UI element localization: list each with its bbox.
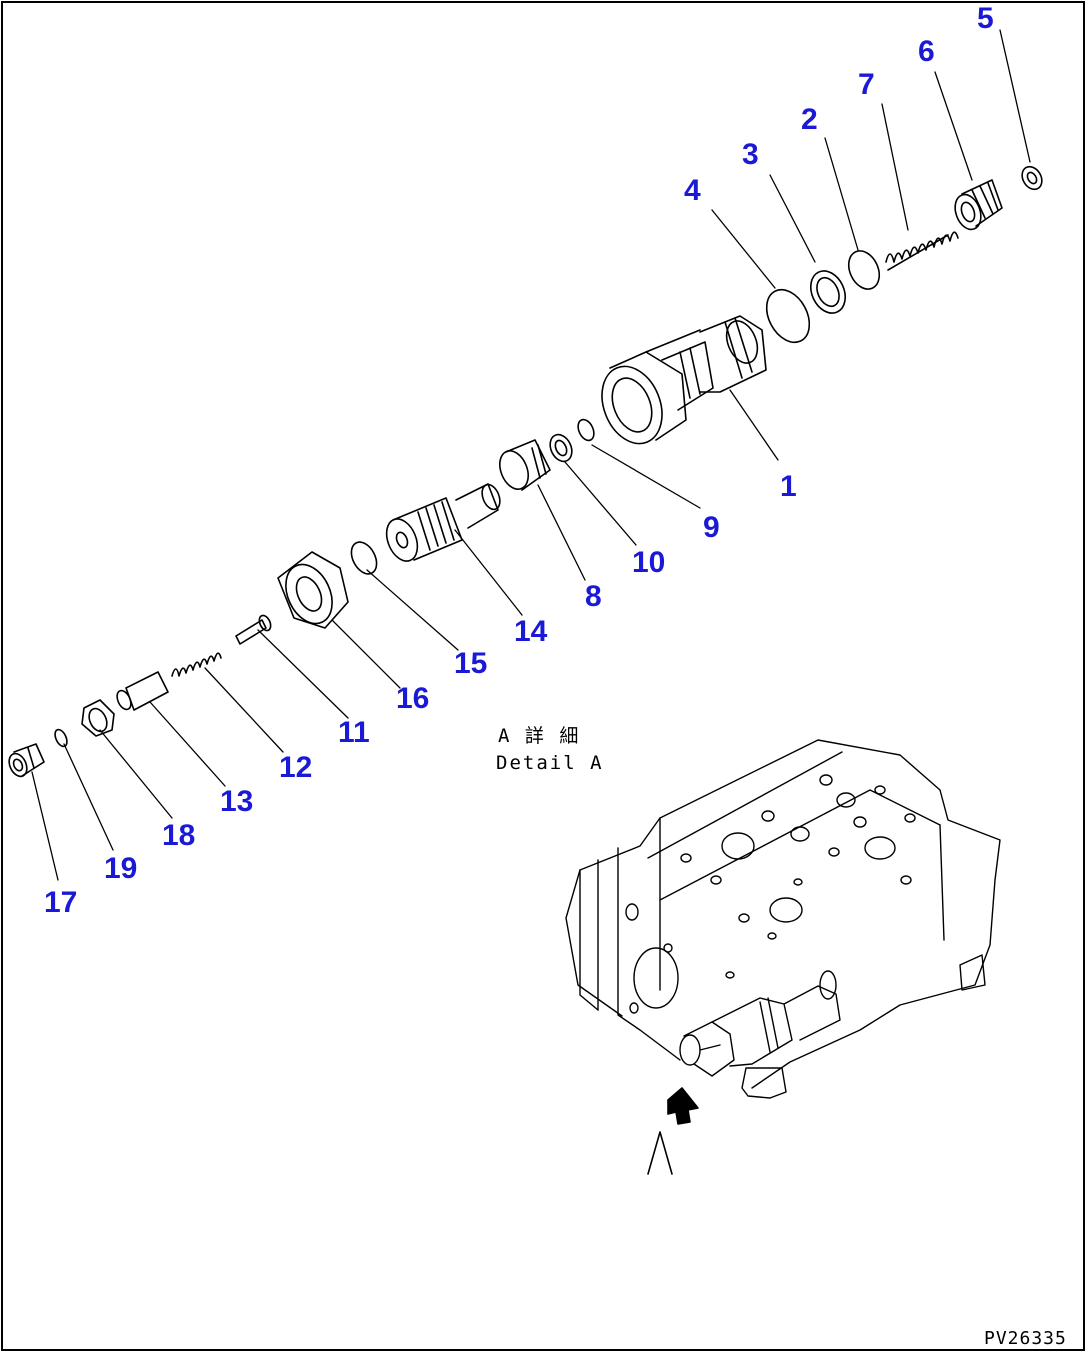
callout-6: 6 — [918, 35, 935, 68]
part-11-pin — [236, 614, 273, 644]
part-5-nut — [1018, 163, 1046, 193]
callout-2: 2 — [801, 103, 818, 136]
part-9-oring — [575, 417, 597, 443]
part-19-oring — [53, 728, 70, 749]
part-18-nut — [82, 700, 114, 736]
callout-16: 16 — [396, 682, 430, 715]
part-17-plug — [6, 744, 44, 779]
callout-11: 11 — [338, 716, 370, 749]
callout-8: 8 — [585, 580, 602, 613]
callout-5: 5 — [977, 2, 994, 35]
part-3-ring — [804, 265, 852, 318]
callout-14: 14 — [514, 615, 548, 648]
part-4-oring — [758, 282, 818, 349]
callout-17: 17 — [44, 886, 78, 919]
callout-1: 1 — [780, 470, 797, 503]
callout-13: 13 — [220, 785, 254, 818]
part-14-poppet — [381, 482, 504, 566]
callout-15: 15 — [454, 647, 488, 680]
callout-7: 7 — [858, 68, 875, 101]
callout-19: 19 — [104, 852, 138, 885]
part-16-nut — [277, 552, 348, 631]
callout-9: 9 — [703, 511, 720, 544]
part-8-piston — [494, 440, 550, 493]
drawing-id: PV26335 — [984, 1328, 1067, 1349]
part-6-adjust-screw — [951, 180, 1002, 233]
leader-lines — [32, 30, 1030, 880]
callout-4: 4 — [684, 174, 701, 207]
callout-10: 10 — [632, 546, 666, 579]
part-2-disc — [843, 246, 885, 294]
part-10-ring — [546, 431, 576, 465]
part-1-valve-body — [591, 316, 766, 453]
part-12-spring — [172, 653, 221, 676]
callout-18: 18 — [162, 819, 196, 852]
detail-label-jp: A 詳 細 — [498, 725, 581, 747]
control-valve-assembly — [566, 740, 1000, 1098]
callout-3: 3 — [742, 138, 759, 171]
callout-12: 12 — [279, 751, 313, 784]
detail-label-en: Detail A — [496, 752, 604, 774]
part-13-spacer — [114, 672, 168, 712]
part-15-oring — [346, 538, 381, 578]
part-7-spring — [886, 232, 958, 270]
view-arrow-a — [648, 1088, 698, 1174]
